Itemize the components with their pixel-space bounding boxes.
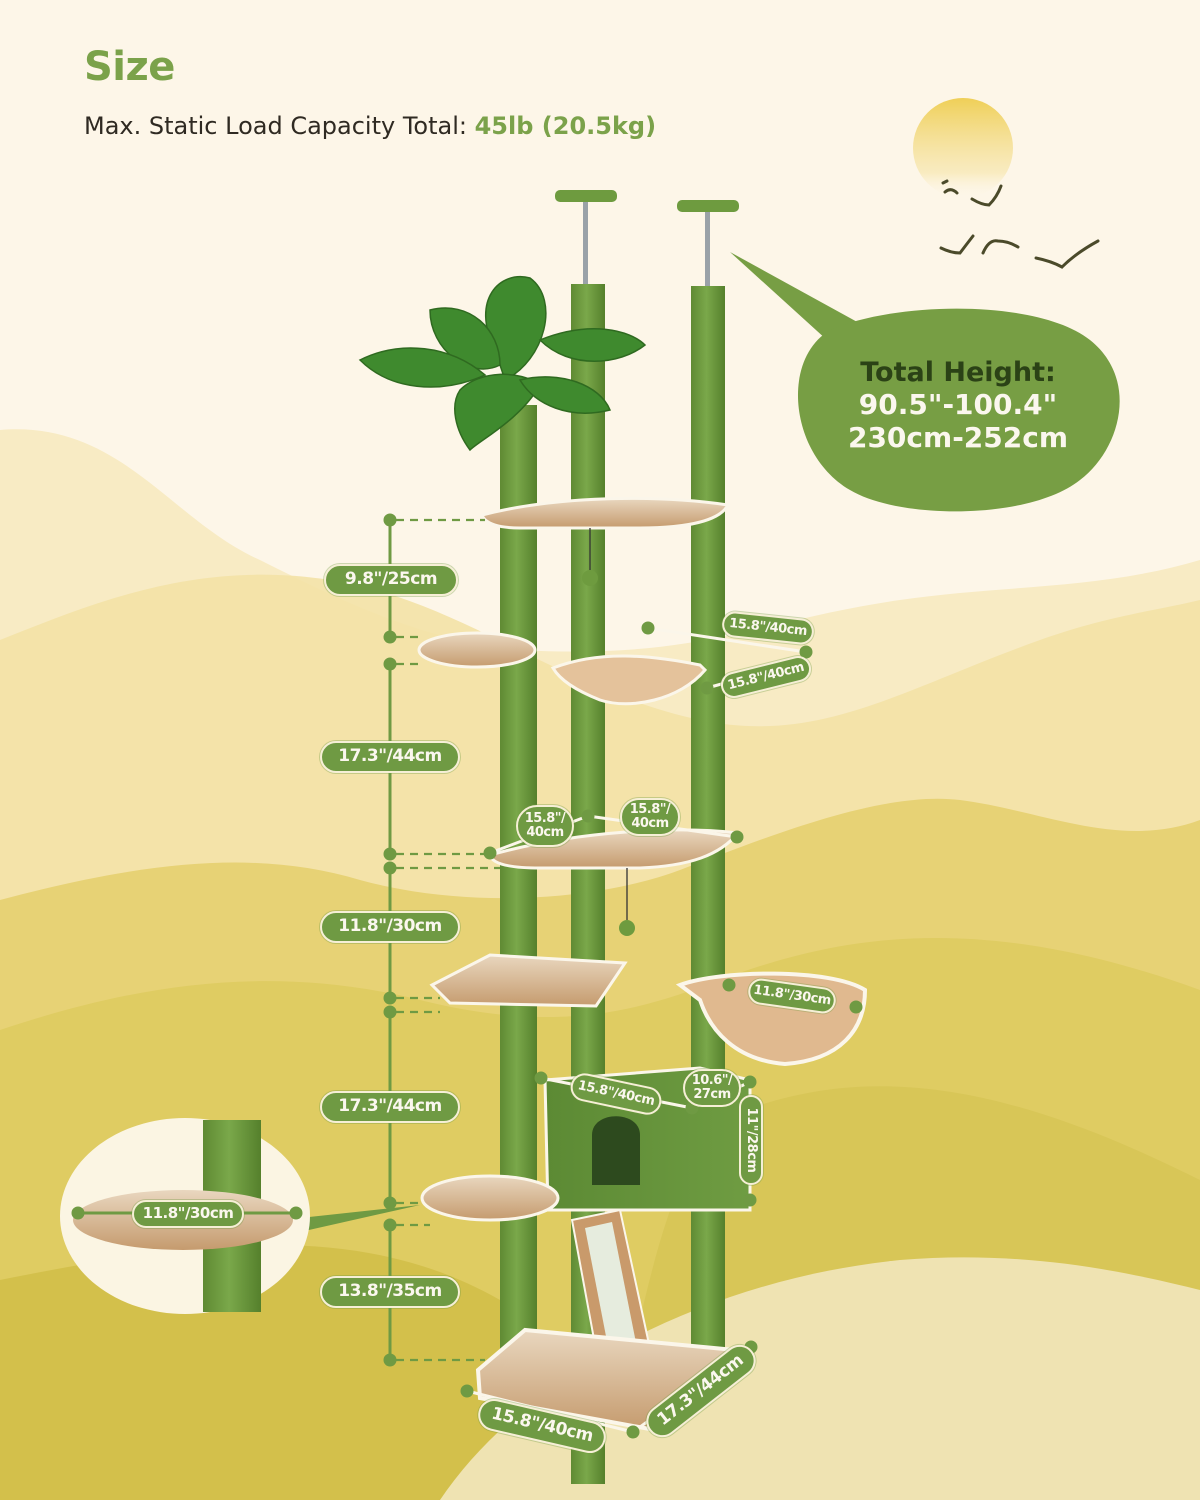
total-height-label: Total Height: (860, 356, 1056, 388)
total-height-callout: Total Height: 90.5"-100.4" 230cm-252cm (808, 318, 1108, 493)
corner-perch-side-right-label: 15.8"/ 40cm (620, 798, 680, 836)
dimension-label-bottom-gap: 13.8"/35cm (320, 1276, 460, 1308)
sun-icon (913, 98, 1013, 198)
condo-depth-label: 10.6"/ 27cm (683, 1069, 741, 1107)
total-height-inches: 90.5"-100.4" (858, 388, 1058, 422)
round-perch-diameter-label: 11.8"/30cm (132, 1200, 244, 1228)
load-capacity-label: Max. Static Load Capacity Total: (84, 112, 475, 140)
callout-blob (797, 308, 1120, 512)
dimension-label-middle-gap: 11.8"/30cm (320, 911, 460, 943)
load-capacity-value: 45lb (20.5kg) (474, 112, 657, 140)
dimension-label-lower-gap: 17.3"/44cm (320, 1091, 460, 1123)
birds-icon (939, 179, 1100, 269)
corner-perch-side-left-label: 15.8"/ 40cm (516, 805, 574, 847)
dimension-label-top-gap: 9.8"/25cm (324, 564, 458, 596)
page-title: Size (84, 44, 175, 90)
total-height-cm: 230cm-252cm (847, 421, 1069, 455)
load-capacity-text: Max. Static Load Capacity Total: 45lb (2… (84, 112, 656, 140)
condo-height-label: 11"/28cm (739, 1095, 763, 1185)
dimension-label-upper-gap: 17.3"/44cm (320, 741, 460, 773)
